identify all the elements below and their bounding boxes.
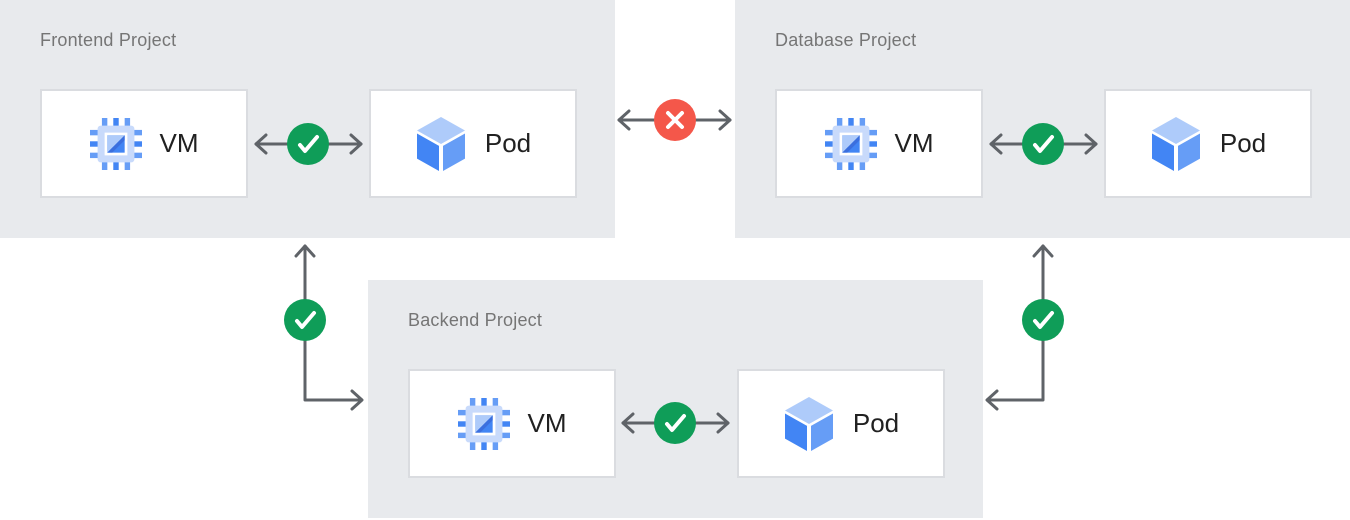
panel-frontend-project: Frontend Project VM	[0, 0, 615, 238]
kubernetes-pod-cube-icon	[783, 396, 835, 452]
frontend-vm-node: VM	[40, 89, 248, 198]
database-vm-label: VM	[894, 128, 934, 158]
compute-engine-chip-icon	[457, 397, 510, 450]
backend-vm-label: VM	[527, 408, 567, 438]
frontend-backend-connection	[284, 244, 364, 411]
compute-engine-chip-icon	[89, 117, 142, 170]
x-icon	[654, 99, 696, 141]
panel-database-project: Database Project VM	[735, 0, 1350, 238]
backend-project-label: Backend Project	[408, 310, 543, 330]
frontend-vm-label: VM	[159, 128, 199, 158]
frontend-pod-node: Pod	[369, 89, 577, 198]
database-backend-connection	[985, 244, 1064, 411]
kubernetes-pod-cube-icon	[415, 116, 467, 172]
check-icon	[1022, 299, 1064, 341]
database-project-label: Database Project	[775, 30, 917, 50]
compute-engine-chip-icon	[824, 117, 877, 170]
frontend-pod-label: Pod	[484, 128, 532, 158]
frontend-project-label: Frontend Project	[40, 30, 177, 50]
database-pod-label: Pod	[1219, 128, 1267, 158]
backend-pod-node: Pod	[737, 369, 945, 478]
kubernetes-pod-cube-icon	[1150, 116, 1202, 172]
database-pod-node: Pod	[1104, 89, 1312, 198]
panel-backend-project: Backend Project VM	[368, 280, 983, 518]
check-icon	[284, 299, 326, 341]
frontend-database-blocked-connection	[617, 99, 732, 141]
backend-vm-node: VM	[408, 369, 616, 478]
backend-pod-label: Pod	[852, 408, 900, 438]
database-vm-node: VM	[775, 89, 983, 198]
